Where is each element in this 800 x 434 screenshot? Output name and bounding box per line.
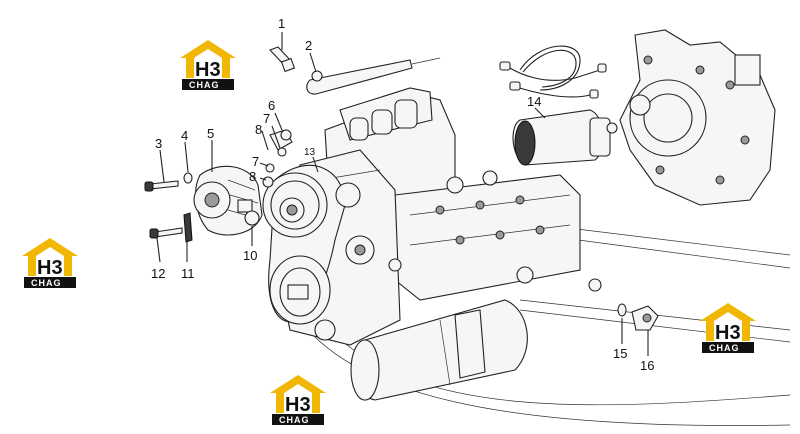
tensioner-10 — [244, 210, 260, 226]
callout-8-upper: 8 — [255, 122, 262, 137]
svg-text:CHAG: CHAG — [189, 80, 220, 90]
lower-canister — [350, 266, 602, 401]
callout-7-lower: 7 — [252, 154, 259, 169]
svg-text:H3: H3 — [285, 394, 311, 416]
watermark-logo: H3 CHAG — [700, 303, 756, 353]
svg-text:CHAG: CHAG — [279, 415, 310, 425]
callout-12: 12 — [151, 266, 165, 281]
alternator-bolt-3 — [144, 180, 179, 192]
callout-labels: 1 2 3 4 5 6 7 7 8 8 10 11 12 13 14 15 16 — [151, 16, 654, 373]
callout-6: 6 — [268, 98, 275, 113]
bracket-bolt-12 — [149, 227, 183, 239]
sensor-16 — [631, 305, 659, 331]
crank-pulley-assembly — [262, 164, 361, 341]
washer-4 — [183, 172, 193, 184]
callout-3: 3 — [155, 136, 162, 151]
watermark-logo: H3 CHAG — [270, 375, 326, 425]
flywheel-housing — [619, 29, 776, 206]
callout-16: 16 — [640, 358, 654, 373]
svg-text:H3: H3 — [195, 59, 221, 81]
washer-15 — [617, 303, 627, 317]
svg-text:CHAG: CHAG — [31, 278, 62, 288]
callout-11: 11 — [181, 266, 195, 281]
fuel-pipe-2 — [306, 57, 441, 95]
callout-7-upper: 7 — [263, 111, 270, 126]
watermark-logo: H3 CHAG — [22, 238, 78, 288]
wiring-harness — [499, 45, 607, 99]
callout-2: 2 — [305, 38, 312, 53]
callout-15: 15 — [613, 346, 627, 361]
starter-motor-14 — [512, 109, 618, 166]
injector-1 — [269, 46, 296, 73]
callout-1: 1 — [278, 16, 285, 31]
svg-text:CHAG: CHAG — [709, 343, 740, 353]
callout-5: 5 — [207, 126, 214, 141]
svg-text:H3: H3 — [715, 322, 741, 344]
leader-lines — [156, 32, 649, 356]
callout-10: 10 — [243, 248, 257, 263]
adjusting-bracket-11 — [183, 212, 193, 243]
alternator — [193, 165, 263, 236]
watermark-logo: H3 CHAG — [180, 40, 236, 90]
callout-14: 14 — [527, 94, 541, 109]
svg-text:H3: H3 — [37, 257, 63, 279]
callout-8-lower: 8 — [249, 169, 256, 184]
callout-4: 4 — [181, 128, 188, 143]
callout-13: 13 — [304, 147, 316, 158]
